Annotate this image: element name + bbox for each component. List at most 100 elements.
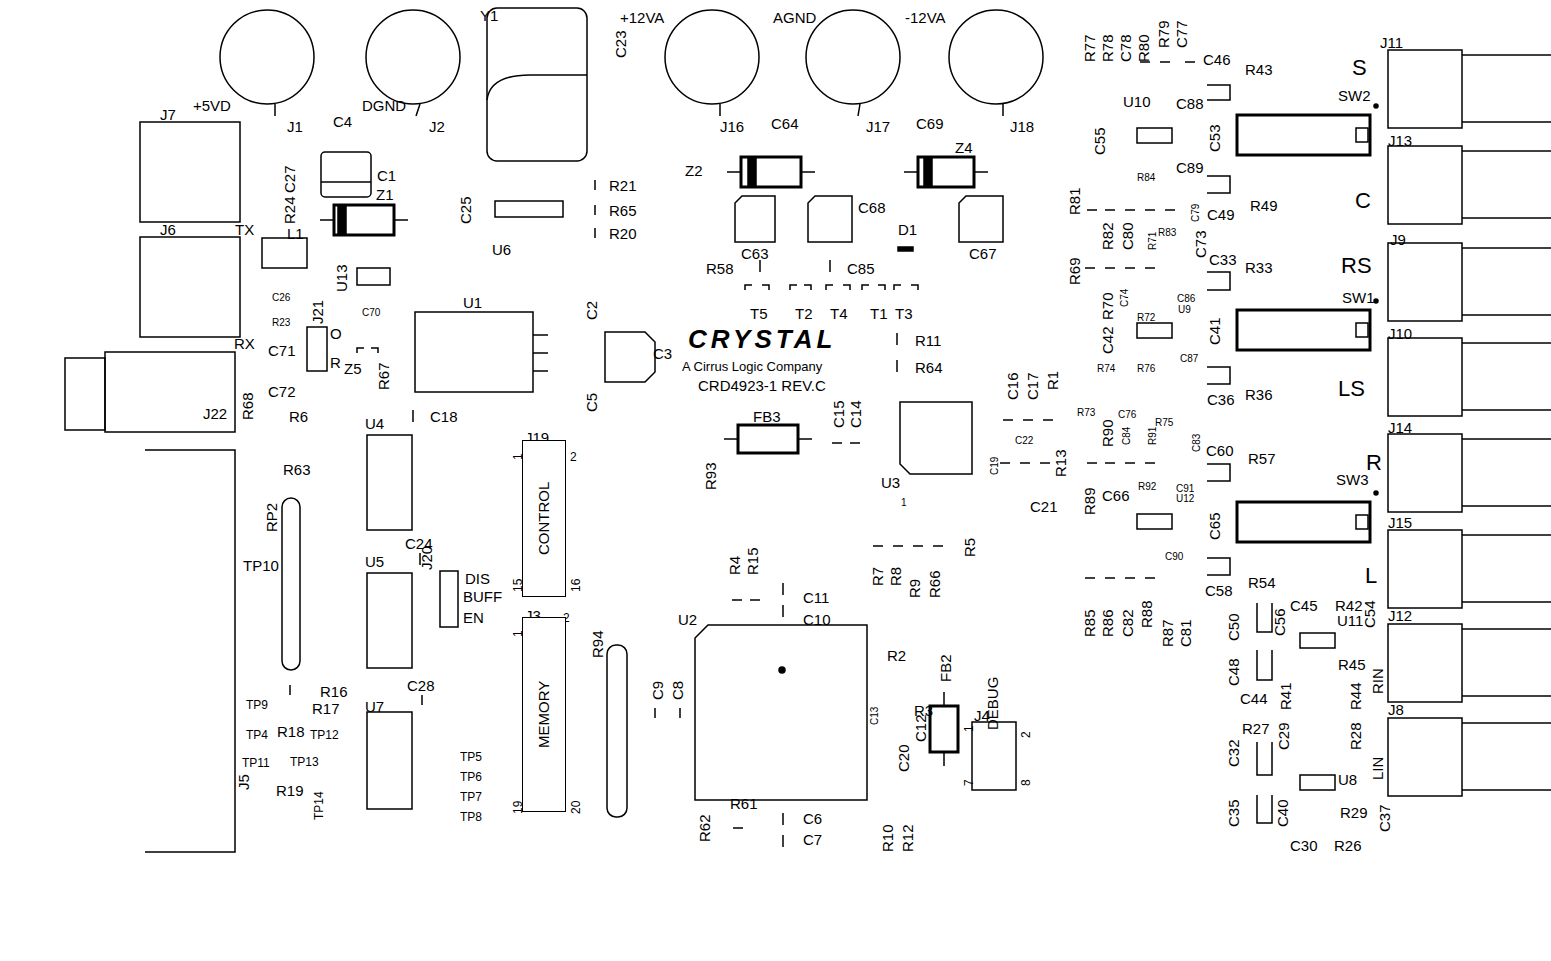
silkscreen-label: R69 xyxy=(1067,257,1082,285)
silkscreen-label: DIS xyxy=(465,571,490,586)
silkscreen-label: R12 xyxy=(900,824,915,852)
silkscreen-label: R76 xyxy=(1137,364,1155,374)
silkscreen-label: 16 xyxy=(570,579,582,592)
silkscreen-label: C71 xyxy=(268,343,296,358)
silkscreen-label: U1 xyxy=(463,295,482,310)
silkscreen-label: R54 xyxy=(1248,575,1276,590)
silkscreen-label: R19 xyxy=(276,783,304,798)
silkscreen-label: J15 xyxy=(1388,515,1412,530)
silkscreen-label: R67 xyxy=(376,362,391,390)
silkscreen-label: R82 xyxy=(1100,222,1115,250)
silkscreen-label: C xyxy=(1355,190,1371,212)
silkscreen-label: C63 xyxy=(741,246,769,261)
silkscreen-label: U7 xyxy=(365,699,384,714)
silkscreen-label: U5 xyxy=(365,554,384,569)
silkscreen-label: C25 xyxy=(458,196,473,224)
silkscreen-label: C87 xyxy=(1180,354,1198,364)
silkscreen-label: R10 xyxy=(880,824,895,852)
silkscreen-label: C83 xyxy=(1192,434,1202,452)
silkscreen-label: R26 xyxy=(1334,838,1362,853)
silkscreen-label: C12 xyxy=(913,714,928,742)
silkscreen-label: R90 xyxy=(1100,419,1115,447)
silkscreen-label: C3 xyxy=(653,346,672,361)
silkscreen-label: D1 xyxy=(898,222,917,237)
silkscreen-label: TP9 xyxy=(246,699,268,711)
silkscreen-label: U12 xyxy=(1176,494,1194,504)
silkscreen-label: EN xyxy=(463,610,484,625)
silkscreen-label: C17 xyxy=(1025,372,1040,400)
silkscreen-label: R49 xyxy=(1250,198,1278,213)
silkscreen-label: R21 xyxy=(609,178,637,193)
silkscreen-label: C41 xyxy=(1207,317,1222,345)
silkscreen-label: C56 xyxy=(1272,608,1287,636)
silkscreen-label: CRYSTAL xyxy=(688,326,836,352)
silkscreen-label: 7 xyxy=(963,779,975,786)
silkscreen-label: C16 xyxy=(1005,372,1020,400)
silkscreen-label: J9 xyxy=(1390,232,1406,247)
silkscreen-label: C84 xyxy=(1122,427,1132,445)
silkscreen-label: R13 xyxy=(1053,449,1068,477)
silkscreen-label: U8 xyxy=(1338,772,1357,787)
silkscreen-label: Z5 xyxy=(344,361,362,376)
silkscreen-label: C60 xyxy=(1206,443,1234,458)
silkscreen-label: C80 xyxy=(1120,222,1135,250)
silkscreen-label: C86 xyxy=(1177,294,1195,304)
silkscreen-label: R11 xyxy=(915,333,941,348)
silkscreen-label: R1 xyxy=(1045,371,1060,390)
silkscreen-label: J17 xyxy=(866,119,890,134)
silkscreen-label: SW2 xyxy=(1338,88,1371,103)
silkscreen-label: C29 xyxy=(1276,722,1291,750)
silkscreen-label: CRD4923-1 REV.C xyxy=(698,378,826,393)
silkscreen-label: R18 xyxy=(277,724,305,739)
silkscreen-label: T1 xyxy=(870,306,888,321)
connector-name: MEMORY xyxy=(536,680,551,747)
silkscreen-label: C20 xyxy=(896,744,911,772)
silkscreen-label: R80 xyxy=(1136,34,1151,62)
silkscreen-label: RP2 xyxy=(264,503,279,532)
silkscreen-label: C74 xyxy=(1120,289,1130,307)
silkscreen-label: R17 xyxy=(312,701,340,716)
silkscreen-label: C1 xyxy=(377,168,396,183)
silkscreen-label: BUFF xyxy=(463,589,502,604)
silkscreen-label: C70 xyxy=(362,308,380,318)
silkscreen-label: J8 xyxy=(1388,702,1404,717)
silkscreen-label: R23 xyxy=(272,318,290,328)
silkscreen-label: C5 xyxy=(584,393,599,412)
silkscreen-label: TP5 xyxy=(460,751,482,763)
silkscreen-label: R77 xyxy=(1082,34,1097,62)
silkscreen-label: C55 xyxy=(1092,127,1107,155)
silkscreen-label: TP13 xyxy=(290,756,319,768)
silkscreen-label: U6 xyxy=(492,242,511,257)
silkscreen-label: C48 xyxy=(1226,658,1241,686)
silkscreen-label: C85 xyxy=(847,261,875,276)
silkscreen-label: R63 xyxy=(283,462,311,477)
silkscreen-label: R58 xyxy=(706,261,734,276)
silkscreen-label: C13 xyxy=(870,707,880,725)
silkscreen-label: J18 xyxy=(1010,119,1034,134)
silkscreen-label: R62 xyxy=(697,814,712,842)
silkscreen-label: C40 xyxy=(1275,799,1290,827)
silkscreen-label: J10 xyxy=(1388,326,1412,341)
silkscreen-label: DGND xyxy=(362,98,406,113)
silkscreen-label: U13 xyxy=(334,264,349,292)
silkscreen-label: R20 xyxy=(609,226,637,241)
silkscreen-label: 1 xyxy=(963,725,975,732)
silkscreen-label: FB2 xyxy=(938,654,953,682)
silkscreen-label: U3 xyxy=(881,475,900,490)
silkscreen-label: C37 xyxy=(1377,804,1392,832)
silkscreen-label: TP4 xyxy=(246,729,268,741)
silkscreen-label: 8 xyxy=(1020,779,1032,786)
silkscreen-label: R29 xyxy=(1340,805,1368,820)
silkscreen-label: U11 xyxy=(1337,613,1363,628)
header-connector: CONTROL xyxy=(522,440,566,597)
silkscreen-label: 20 xyxy=(570,801,582,814)
silkscreen-label: U2 xyxy=(678,612,697,627)
silkscreen-label: LS xyxy=(1338,378,1365,400)
silkscreen-label: R81 xyxy=(1067,187,1082,215)
silkscreen-label: R42 xyxy=(1335,598,1363,613)
silkscreen-label: C65 xyxy=(1207,512,1222,540)
silkscreen-label: R2 xyxy=(887,648,906,663)
silkscreen-label: J16 xyxy=(720,119,744,134)
silkscreen-label: C79 xyxy=(1191,204,1201,222)
